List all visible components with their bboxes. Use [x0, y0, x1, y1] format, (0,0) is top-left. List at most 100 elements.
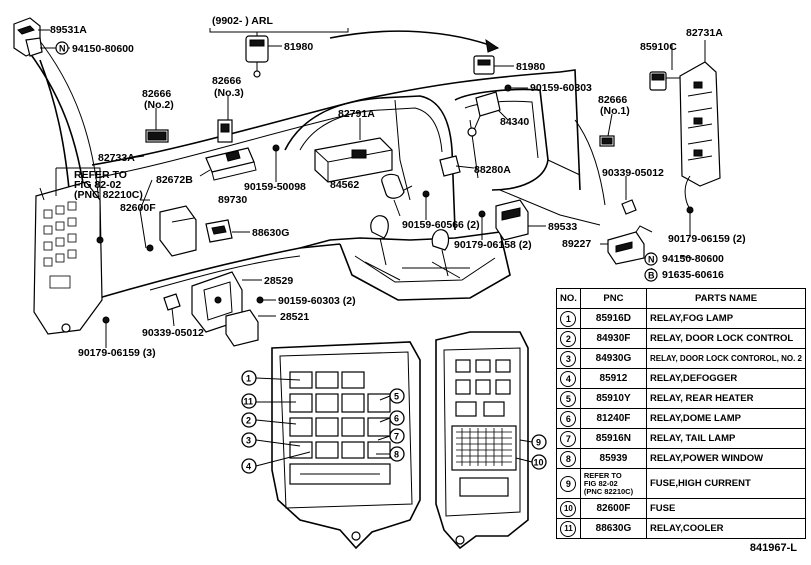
- row-number: 9: [560, 475, 577, 492]
- part-82731A-junction-block: [679, 61, 721, 211]
- callout-84562: 84562: [330, 179, 359, 191]
- row-part-name: RELAY,FOG LAMP: [645, 308, 807, 329]
- svg-text:10: 10: [534, 458, 544, 468]
- mark-b: B: [644, 268, 658, 282]
- relay-detail-leaders-left: [255, 377, 391, 467]
- svg-text:2: 2: [246, 416, 251, 426]
- mark-n-bottom: N: [644, 252, 658, 266]
- callout-88280A: 88280A: [474, 164, 511, 176]
- callout-90159-60566: 90159-60566 (2): [402, 219, 480, 231]
- relay-block-detail-left: [271, 341, 421, 550]
- part-81980-flasher-dash: [473, 55, 495, 75]
- svg-text:6: 6: [394, 414, 399, 424]
- callout-28521: 28521: [280, 311, 309, 323]
- row-number: 6: [560, 410, 577, 427]
- svg-text:5: 5: [394, 392, 399, 402]
- header-pnc: PNC: [579, 288, 647, 309]
- row-pnc: 88630G: [579, 518, 647, 539]
- callout-82666-no1-sub: (No.1): [600, 105, 630, 117]
- callout-82666-no2: 82666: [142, 88, 171, 100]
- row-pnc-line3: (PNC 82210C): [583, 486, 634, 496]
- callout-28529: 28529: [264, 275, 293, 287]
- refer-to-line2: FIG 82-02: [74, 179, 121, 191]
- callout-82666-no3-sub: (No.3): [214, 87, 244, 99]
- circle-num-2: 2: [241, 412, 257, 428]
- detail-circle-numbers-right: 9 10: [531, 434, 547, 470]
- callout-90339-05012-left: 90339-05012: [142, 327, 204, 339]
- row-part-name: RELAY, REAR HEATER: [645, 388, 807, 409]
- row-part-name: RELAY,DOME LAMP: [645, 408, 807, 429]
- svg-text:4: 4: [246, 462, 251, 472]
- callout-88630G: 88630G: [252, 227, 289, 239]
- circle-num-8: 8: [389, 446, 405, 462]
- row-pnc: 85916N: [579, 428, 647, 449]
- circle-num-10: 10: [531, 454, 547, 470]
- svg-text:7: 7: [394, 432, 399, 442]
- callout-85910C: 85910C: [640, 41, 677, 53]
- mark-n-top: N: [55, 41, 69, 55]
- part-85910C-relay: [649, 71, 667, 91]
- row-part-name: RELAY,COOLER: [645, 518, 807, 539]
- table-row: 4 85912 RELAY,DEFOGGER: [556, 368, 807, 389]
- row-part-name: FUSE: [645, 498, 807, 519]
- row-part-name: FUSE,HIGH CURRENT: [645, 468, 807, 499]
- header-no: NO.: [556, 288, 581, 309]
- part-28521-relay: [225, 309, 259, 347]
- refer-to-line1: REFER TO: [74, 169, 127, 181]
- row-pnc: REFER TO FIG 82-02 (PNC 82210C): [579, 468, 647, 499]
- row-part-name: RELAY, DOOR LOCK CONTROL: [645, 328, 807, 349]
- part-82666-clips: [145, 119, 615, 147]
- circle-num-4: 4: [241, 458, 257, 474]
- part-89730-receiver: [205, 147, 257, 181]
- callout-89531A: 89531A: [50, 24, 87, 36]
- row-number: 2: [560, 330, 577, 347]
- table-row: 7 85916N RELAY, TAIL LAMP: [556, 428, 807, 449]
- row-number: 7: [560, 430, 577, 447]
- table-row: 9 REFER TO FIG 82-02 (PNC 82210C) FUSE,H…: [556, 468, 807, 499]
- callout-89533: 89533: [548, 221, 577, 233]
- circle-num-5: 5: [389, 388, 405, 404]
- callout-90159-60303-2: 90159-60303 (2): [278, 295, 356, 307]
- part-90339-05012-left: [163, 293, 181, 311]
- callout-82733A: 82733A: [98, 152, 135, 164]
- header-parts-name: PARTS NAME: [645, 288, 807, 309]
- row-pnc: 84930F: [579, 328, 647, 349]
- callout-82672B: 82672B: [156, 174, 193, 186]
- row-pnc: 84930G: [579, 348, 647, 369]
- svg-text:3: 3: [246, 436, 251, 446]
- part-left-junction-block: [33, 181, 103, 335]
- svg-text:N: N: [648, 255, 655, 265]
- parts-table: NO. PNC PARTS NAME 1 85916D RELAY,FOG LA…: [556, 288, 807, 539]
- part-82672B-bracket: [159, 205, 197, 257]
- circle-num-3: 3: [241, 432, 257, 448]
- row-number: 8: [560, 450, 577, 467]
- table-row: 6 81240F RELAY,DOME LAMP: [556, 408, 807, 429]
- circle-num-9: 9: [531, 434, 547, 450]
- row-pnc: 81240F: [579, 408, 647, 429]
- row-pnc: 85912: [579, 368, 647, 389]
- circle-num-6: 6: [389, 410, 405, 426]
- part-89531A-relay-block: [13, 17, 43, 57]
- callout-91635-60616: 91635-60616: [662, 269, 724, 281]
- variant-bracket: [209, 28, 349, 33]
- svg-text:N: N: [59, 44, 66, 54]
- part-84340-switch: [467, 91, 501, 137]
- table-row: 2 84930F RELAY, DOOR LOCK CONTROL: [556, 328, 807, 349]
- callout-variant: (9902- ) ARL: [212, 15, 273, 27]
- table-row: 8 85939 RELAY,POWER WINDOW: [556, 448, 807, 469]
- callout-89730: 89730: [218, 194, 247, 206]
- fuse-block-detail-right: [435, 331, 533, 550]
- callout-84340: 84340: [500, 116, 529, 128]
- table-row: 3 84930G RELAY, DOOR LOCK CONTOROL, NO. …: [556, 348, 807, 369]
- table-row: 10 82600F FUSE: [556, 498, 807, 519]
- part-90339-05012-right: [621, 199, 637, 215]
- table-row: 11 88630G RELAY,COOLER: [556, 518, 807, 539]
- parts-table-header: NO. PNC PARTS NAME: [556, 288, 807, 309]
- svg-text:11: 11: [244, 397, 254, 407]
- svg-text:B: B: [648, 271, 655, 281]
- document-number: 841967-L: [749, 542, 797, 554]
- callout-90179-06158: 90179-06158 (2): [454, 239, 532, 251]
- row-pnc: 85916D: [579, 308, 647, 329]
